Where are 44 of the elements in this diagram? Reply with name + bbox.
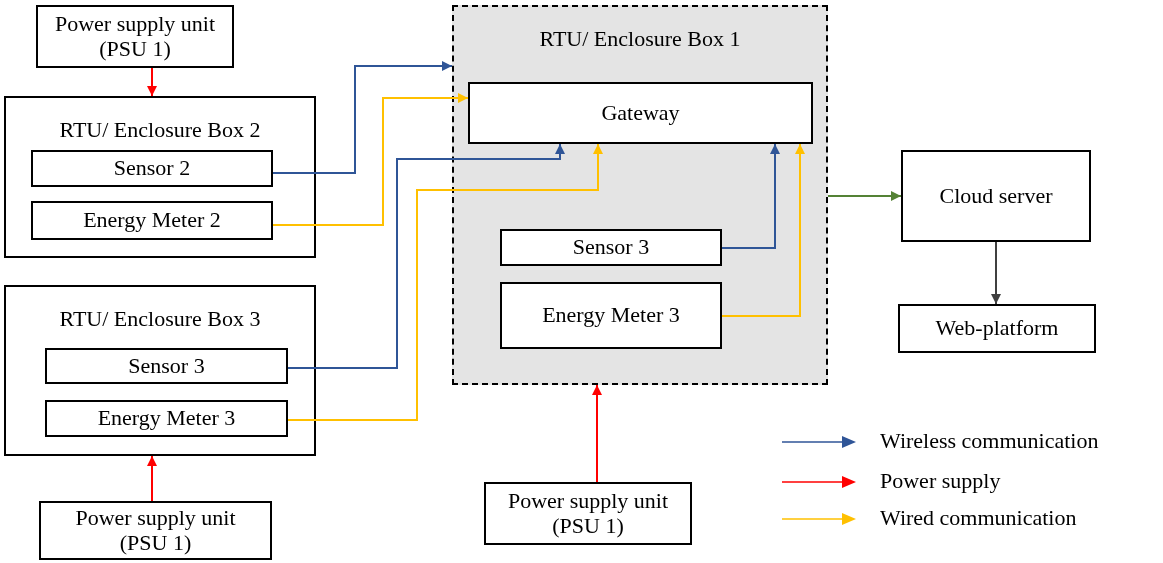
- node-label: Energy Meter 2: [82, 208, 222, 233]
- component-box: [45, 400, 288, 437]
- node-label: Gateway: [600, 100, 681, 126]
- component-box: [468, 82, 813, 144]
- component-box: [31, 201, 273, 240]
- node-label: Sensor 3: [127, 353, 206, 379]
- connector-arrow: [991, 241, 1001, 305]
- node-label: Power supply unit (PSU 1): [506, 489, 670, 538]
- legend-label: Wired communication: [880, 505, 1077, 531]
- component-box: [484, 482, 692, 545]
- component-box: [500, 229, 722, 266]
- component-box: [31, 150, 273, 187]
- component-box: [901, 150, 1091, 242]
- node-label: Sensor 2: [112, 156, 192, 181]
- connector-arrow: [147, 455, 157, 502]
- component-box: [39, 501, 272, 560]
- component-box: [898, 304, 1096, 353]
- node-label: RTU/ Enclosure Box 3: [58, 307, 262, 332]
- component-box: [45, 348, 288, 384]
- node-label: Energy Meter 3: [96, 406, 237, 431]
- connector-arrow: [287, 143, 565, 369]
- node-label: Cloud server: [938, 183, 1054, 209]
- node-label: Energy Meter 3: [541, 303, 681, 328]
- connector-arrow: [272, 61, 453, 174]
- connector-arrow: [287, 143, 603, 421]
- legend-label: Power supply: [880, 468, 1001, 494]
- connector-arrow: [721, 143, 805, 317]
- legend-label: Wireless communication: [880, 428, 1099, 454]
- connector-arrow: [592, 384, 602, 483]
- enclosure-box: [452, 5, 828, 385]
- enclosure-box: [4, 285, 316, 456]
- node-label: Power supply unit (PSU 1): [53, 12, 217, 61]
- component-box: [36, 5, 234, 68]
- node-label: Web-platform: [934, 316, 1060, 341]
- connector-arrow: [147, 67, 157, 97]
- connector-arrow: [272, 93, 469, 226]
- enclosure-box: [4, 96, 316, 258]
- node-label: RTU/ Enclosure Box 2: [58, 118, 262, 143]
- node-label: Power supply unit (PSU 1): [74, 506, 237, 555]
- node-label: RTU/ Enclosure Box 1: [538, 27, 742, 52]
- connector-arrow: [721, 143, 780, 249]
- connector-arrow: [827, 191, 902, 201]
- node-label: Sensor 3: [571, 235, 651, 260]
- component-box: [500, 282, 722, 349]
